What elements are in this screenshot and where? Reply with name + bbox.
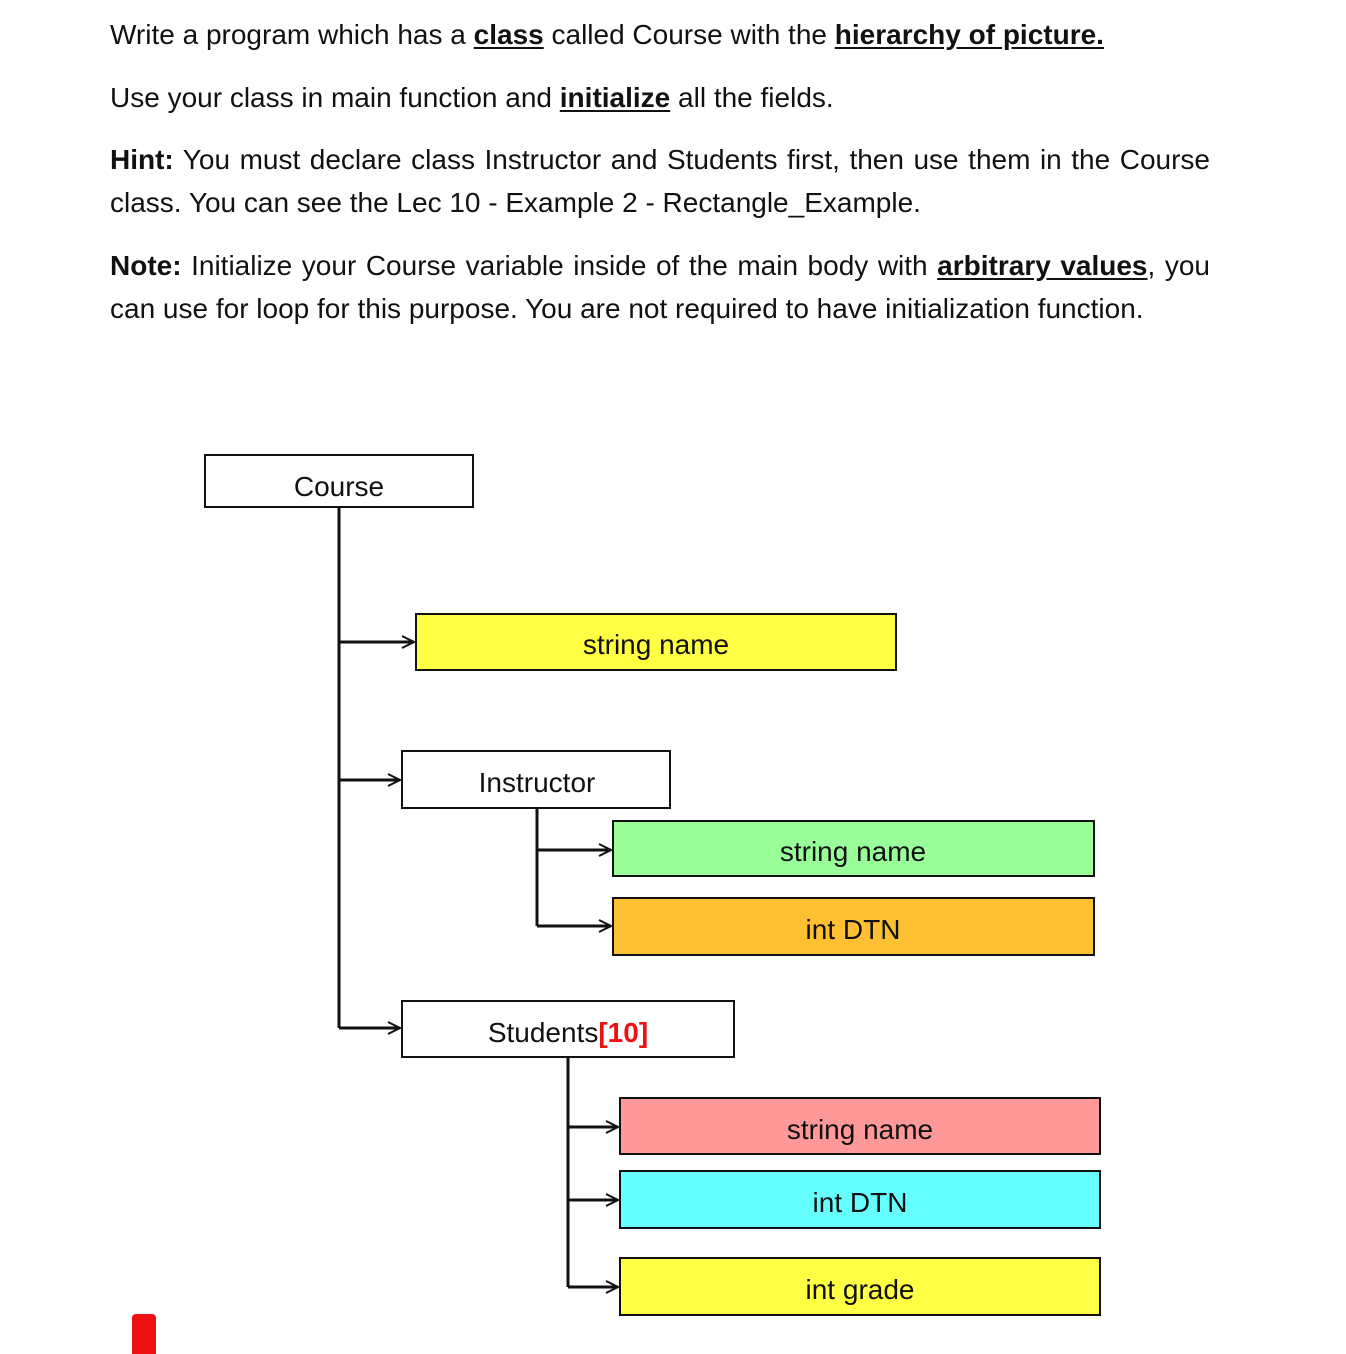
instructor-name-label: string name: [780, 836, 926, 867]
keyword-hierarchy: hierarchy of picture.: [834, 19, 1104, 50]
hint-text: You must declare class Instructor and St…: [110, 144, 1210, 218]
note-label: Note:: [110, 250, 182, 281]
student-name-label: string name: [787, 1114, 933, 1145]
keyword-class: class: [473, 19, 544, 50]
course-label: Course: [294, 471, 384, 502]
instructor-dtn-box: int DTN: [612, 897, 1095, 956]
students-box: Students[10]: [401, 1000, 735, 1058]
instruction-line-2: Use your class in main function and init…: [110, 76, 1210, 119]
red-marker: [132, 1314, 156, 1354]
students-size-text: [10]: [598, 1017, 648, 1048]
instructor-box: Instructor: [401, 750, 671, 809]
instructor-label: Instructor: [479, 767, 596, 798]
course-name-label: string name: [583, 629, 729, 660]
hint-label: Hint:: [110, 144, 174, 175]
student-dtn-box: int DTN: [619, 1170, 1101, 1229]
students-label: Students[10]: [488, 1017, 648, 1048]
line1-pre: Write a program which has a: [110, 19, 474, 50]
student-grade-label: int grade: [806, 1274, 915, 1305]
student-dtn-label: int DTN: [813, 1187, 908, 1218]
instruction-line-1: Write a program which has a class called…: [110, 13, 1210, 56]
note-pre: Initialize your Course variable inside o…: [181, 250, 938, 281]
keyword-arbitrary-values: arbitrary values: [937, 250, 1148, 281]
instructor-dtn-label: int DTN: [806, 914, 901, 945]
course-name-box: string name: [415, 613, 897, 671]
student-name-box: string name: [619, 1097, 1101, 1155]
line1-mid: called Course with the: [543, 19, 835, 50]
note-post: , you can use for loop for this purpose.…: [110, 250, 1210, 324]
hint-paragraph: Hint: You must declare class Instructor …: [110, 138, 1210, 224]
course-box: Course: [204, 454, 474, 508]
connector-lines: [337, 507, 618, 1287]
note-paragraph: Note: Initialize your Course variable in…: [110, 244, 1210, 330]
line2-post: all the fields.: [670, 82, 834, 113]
keyword-initialize: initialize: [559, 82, 671, 113]
instructor-name-box: string name: [612, 820, 1095, 877]
students-name-text: Students: [488, 1017, 599, 1048]
student-grade-box: int grade: [619, 1257, 1101, 1316]
line2-pre: Use your class in main function and: [110, 82, 560, 113]
